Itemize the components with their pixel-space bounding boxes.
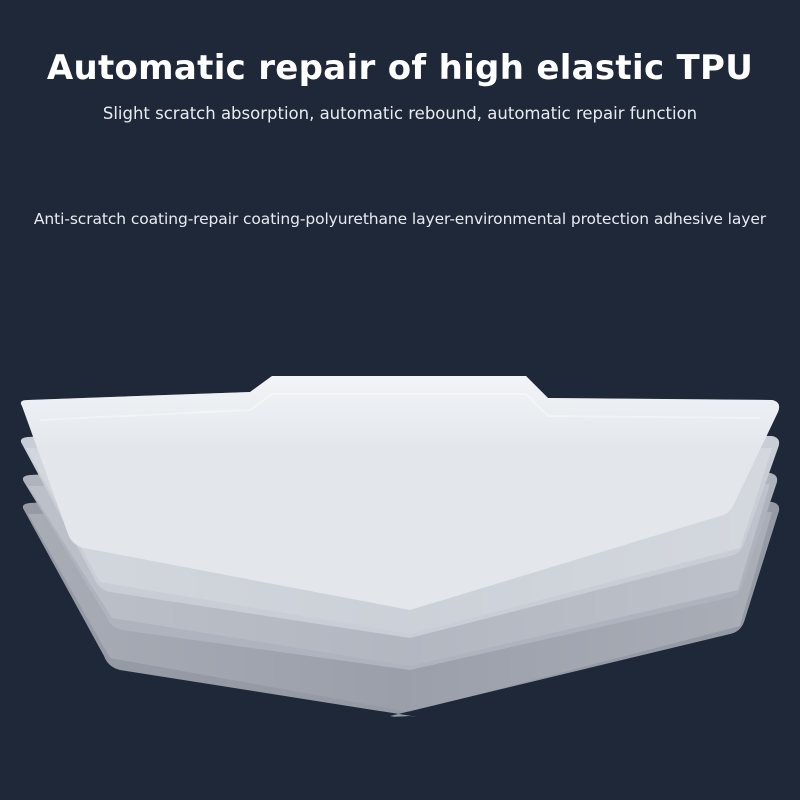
layers-caption: Anti-scratch coating-repair coating-poly… [33, 210, 767, 228]
feature-subtitle: Slight scratch absorption, automatic reb… [102, 104, 698, 123]
page-title: Automatic repair of high elastic TPU [46, 48, 754, 88]
film-layer-anti-scratch [20, 376, 780, 610]
film-layers-graphic [20, 376, 780, 717]
film-layer-stack-illustration [0, 360, 800, 740]
